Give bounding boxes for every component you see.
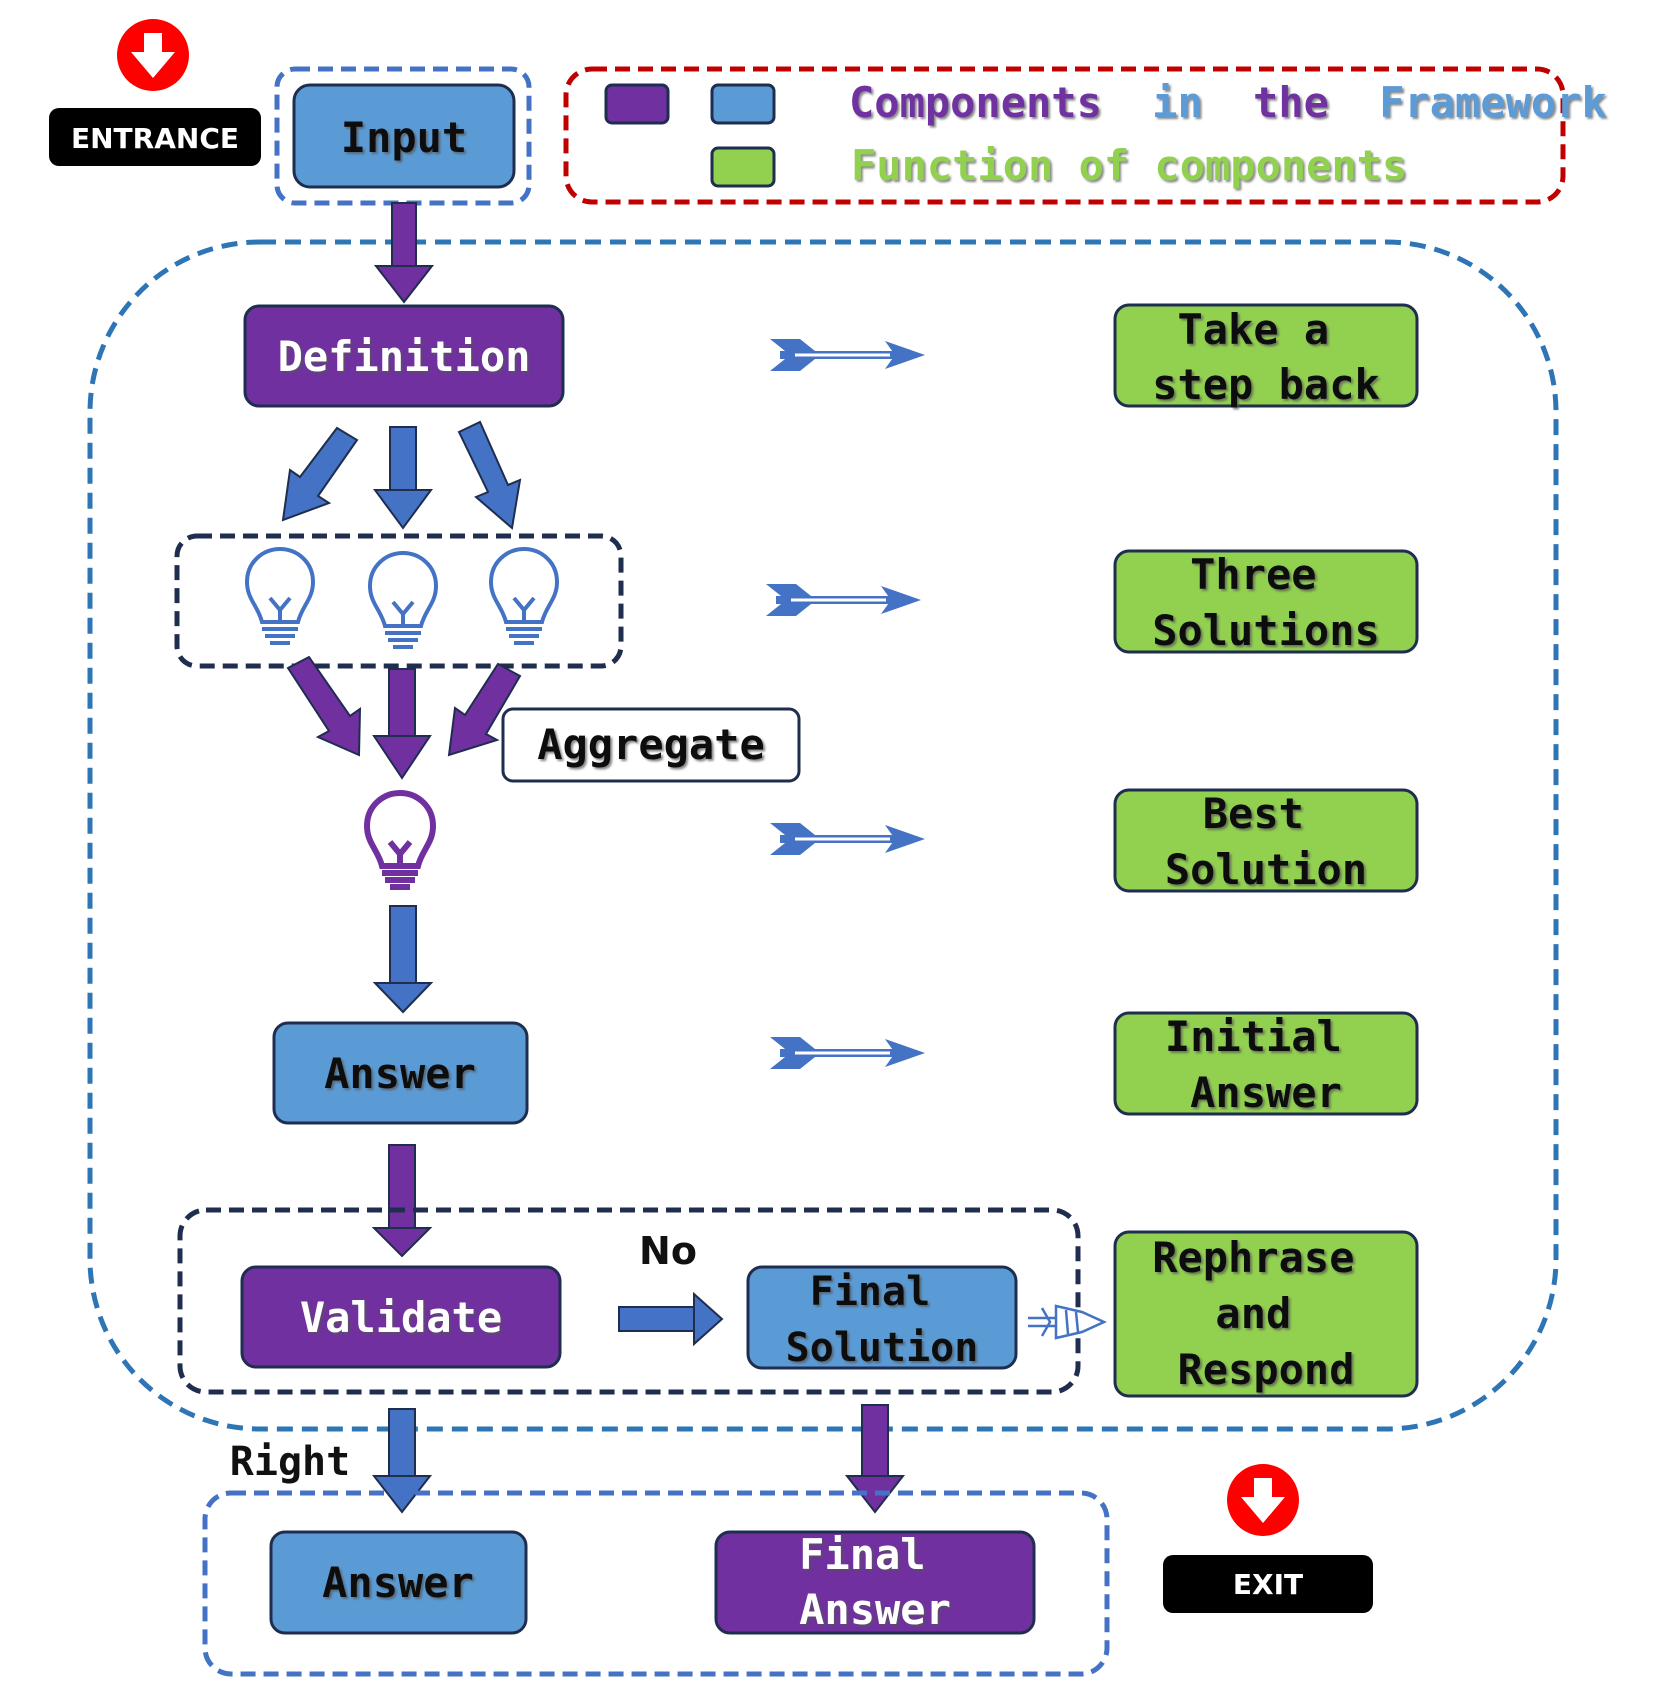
flow-arrow [281, 420, 522, 530]
function-box-best-solution [1113, 788, 1419, 893]
lightbulb-icon [488, 546, 560, 645]
definition-label: Definition [278, 332, 531, 381]
function-label: Take a step back [1152, 305, 1380, 409]
legend-word: in [1152, 78, 1203, 127]
legend-word: the [1253, 78, 1329, 127]
legend-word: Framework [1379, 78, 1607, 127]
final-solution-label: Final Solution [786, 1269, 979, 1371]
ideas-group-frame [174, 533, 624, 669]
input-label: Input [341, 113, 467, 162]
flow-arrow [844, 1404, 906, 1514]
function-line: Solution [1165, 845, 1367, 894]
function-line: Solutions [1152, 606, 1380, 655]
function-line: step back [1152, 360, 1380, 409]
final-answer-label: Final Answer [799, 1530, 951, 1634]
function-line: Three [1190, 550, 1316, 599]
function-label: Rephrase and Respond [1152, 1233, 1380, 1394]
aggregate-box [501, 707, 801, 783]
function-label: Best Solution [1165, 789, 1367, 894]
function-line: Best [1203, 789, 1304, 838]
lightbulb-icon [363, 789, 437, 890]
answer-output-label: Answer [322, 1558, 474, 1607]
arrow-left-icon [766, 584, 921, 616]
function-box-initial-answer [1113, 1011, 1419, 1116]
function-box-rephrase-respond [1113, 1230, 1419, 1398]
arrow-left-icon [770, 823, 925, 855]
definition-node [243, 304, 565, 408]
function-line: Rephrase [1152, 1233, 1354, 1282]
lightbulb-icon [367, 550, 439, 649]
lightbulb-icon [244, 546, 316, 645]
entrance-label: ENTRANCE [71, 122, 239, 155]
legend-swatch-purple [604, 83, 670, 125]
answer-node [272, 1021, 529, 1125]
function-line: Respond [1177, 1345, 1354, 1394]
function-label: Three Solutions [1152, 550, 1380, 655]
final-answer-node [714, 1530, 1036, 1635]
final-answer-line: Final [799, 1530, 925, 1579]
flow-arrow [618, 1291, 724, 1347]
legend-frame [563, 66, 1566, 205]
exit-badge: EXIT [1163, 1464, 1373, 1613]
aggregate-label: Aggregate [537, 720, 765, 769]
legend-swatch-blue [710, 83, 776, 125]
function-line: Initial [1165, 1012, 1342, 1061]
flow-arrow [286, 655, 522, 780]
output-group-frame [202, 1490, 1110, 1677]
entrance-badge: ENTRANCE [49, 19, 261, 166]
answer-output-node [269, 1530, 528, 1635]
arrow-right-icon [1028, 1304, 1108, 1340]
legend-components-title: Components in the Framework [849, 78, 1607, 127]
arrow-left-icon [770, 1037, 925, 1069]
function-box-step-back [1113, 303, 1419, 408]
answer-label: Answer [324, 1049, 476, 1098]
final-solution-line: Final [810, 1269, 930, 1315]
final-answer-line: Answer [799, 1585, 951, 1634]
legend-function-title: Function of components [851, 141, 1407, 190]
final-solution-line: Solution [786, 1325, 979, 1371]
no-edge-label: No [639, 1229, 697, 1273]
function-line: Answer [1190, 1068, 1342, 1117]
validate-node [240, 1265, 562, 1369]
exit-label: EXIT [1233, 1568, 1303, 1601]
validate-label: Validate [300, 1293, 502, 1342]
function-line: and [1215, 1289, 1291, 1338]
flow-arrow [372, 905, 434, 1014]
legend-swatch-green [710, 146, 776, 188]
input-node [292, 83, 516, 189]
function-line: Take a [1177, 305, 1329, 354]
framework-container [87, 239, 1559, 1432]
legend-word: Components [849, 78, 1102, 127]
flow-arrow [371, 1144, 433, 1258]
flow-arrow [371, 1408, 433, 1514]
final-solution-node [746, 1265, 1018, 1370]
function-label: Initial Answer [1165, 1012, 1367, 1117]
flow-arrow [373, 202, 435, 304]
validation-group-frame [177, 1207, 1081, 1395]
function-box-three-solutions [1113, 549, 1419, 654]
arrow-left-icon [770, 339, 925, 371]
right-edge-label: Right [230, 1439, 350, 1485]
